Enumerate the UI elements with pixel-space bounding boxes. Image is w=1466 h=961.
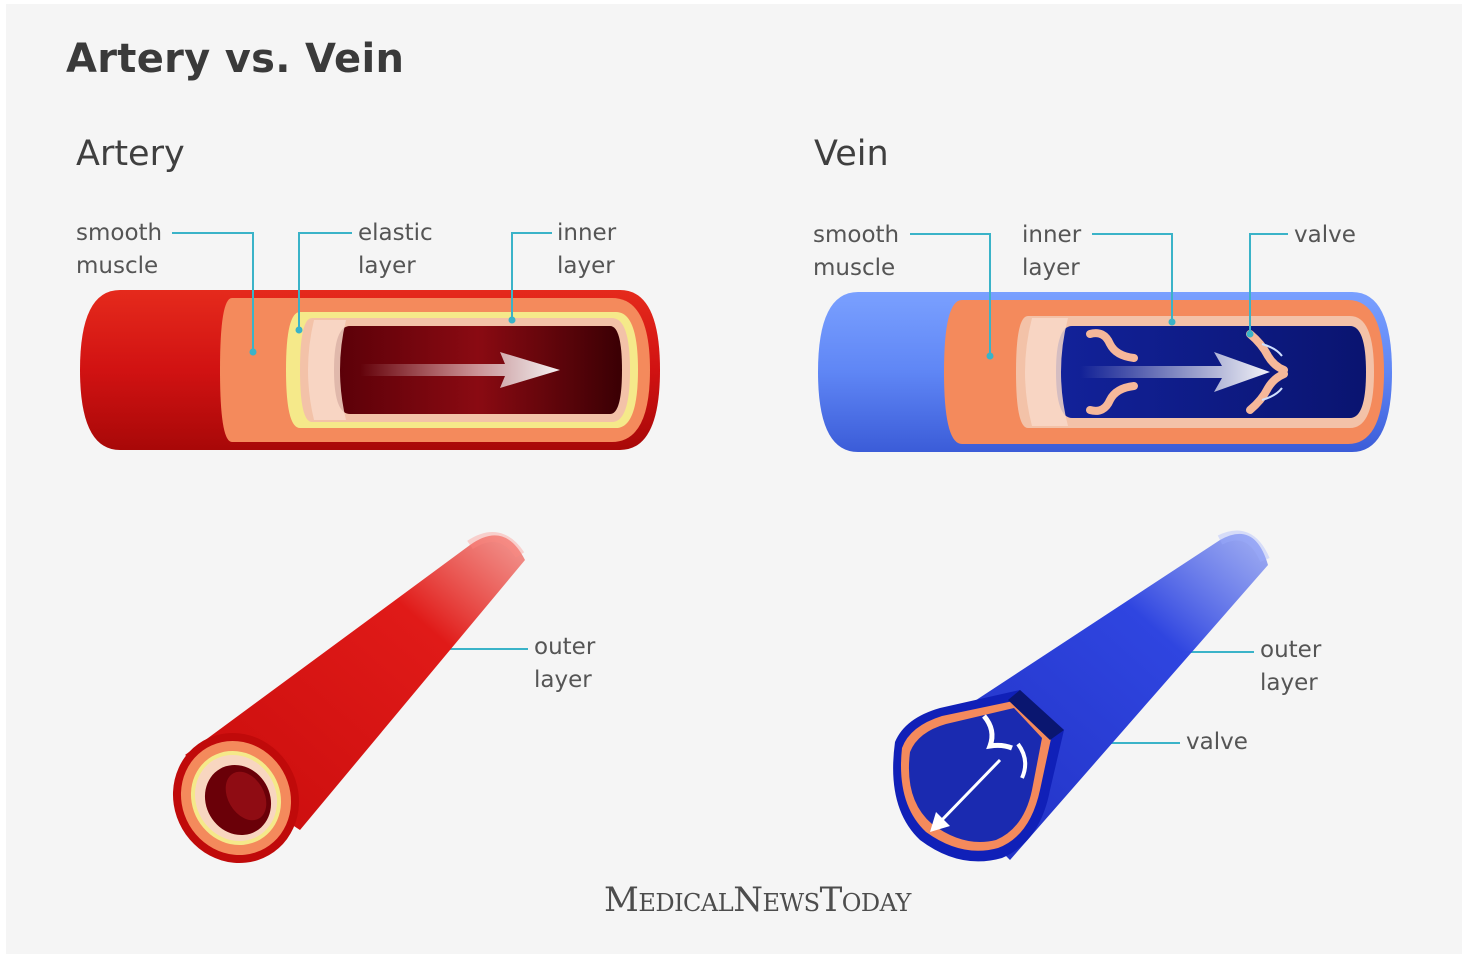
vein-valve-label-bottom: valve: [1186, 726, 1248, 759]
brand-logo: MedicalNewsToday: [604, 880, 911, 920]
page-title: Artery vs. Vein: [66, 36, 404, 82]
label-line: muscle: [813, 252, 899, 285]
label-line: elastic: [358, 217, 433, 250]
label-line: inner: [557, 217, 616, 250]
label-line: muscle: [76, 250, 162, 283]
artery-heading: Artery: [76, 134, 185, 174]
label-line: outer: [534, 631, 595, 664]
artery-inner-layer-label: inner layer: [557, 217, 616, 283]
label-line: valve: [1294, 219, 1356, 252]
artery-smooth-muscle-label: smooth muscle: [76, 217, 162, 283]
vein-cross-section: [893, 534, 1268, 862]
label-line: layer: [1022, 252, 1081, 285]
label-line: layer: [358, 250, 433, 283]
vein-heading: Vein: [814, 134, 889, 174]
vein-outer-layer-label: outer layer: [1260, 634, 1321, 700]
vein-cutaway: [818, 292, 1392, 452]
label-line: inner: [1022, 219, 1081, 252]
label-line: outer: [1260, 634, 1321, 667]
label-line: layer: [557, 250, 616, 283]
label-line: smooth: [813, 219, 899, 252]
artery-elastic-layer-label: elastic layer: [358, 217, 433, 283]
artery-outer-layer-label: outer layer: [534, 631, 595, 697]
artery-cross-section: [149, 535, 525, 886]
label-line: layer: [534, 664, 595, 697]
vein-inner-layer-label: inner layer: [1022, 219, 1081, 285]
artery-cutaway: [80, 290, 660, 450]
label-line: layer: [1260, 667, 1321, 700]
vein-smooth-muscle-label: smooth muscle: [813, 219, 899, 285]
label-line: valve: [1186, 726, 1248, 759]
label-line: smooth: [76, 217, 162, 250]
vein-valve-label-top: valve: [1294, 219, 1356, 252]
